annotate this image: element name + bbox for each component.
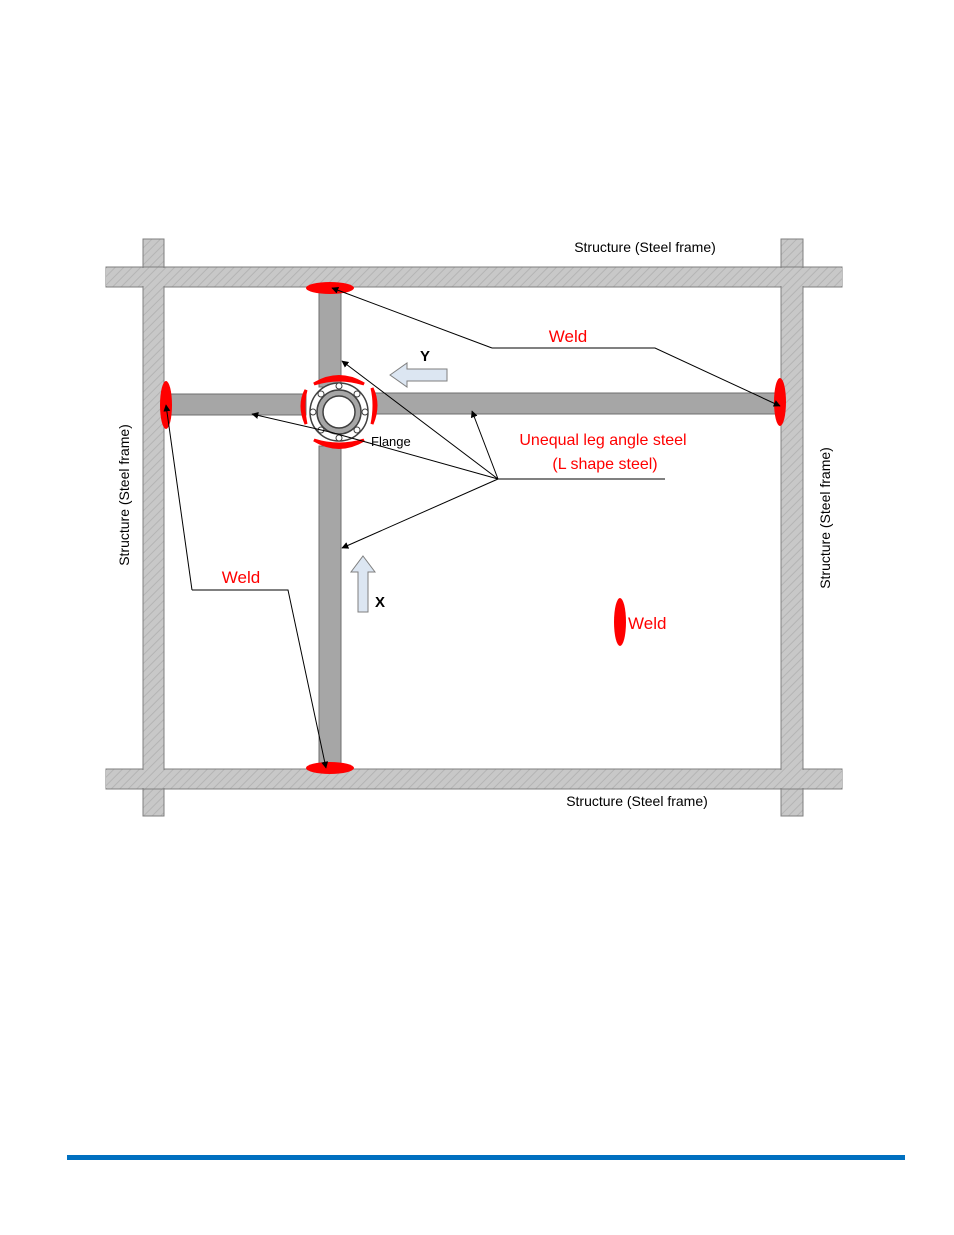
leader-lines [166, 288, 780, 768]
footer-rule [67, 1155, 905, 1160]
weld-legend-label: Weld [628, 614, 666, 633]
angle-steel-label-line1: Unequal leg angle steel [519, 432, 686, 449]
weld-left-label: Weld [222, 568, 260, 587]
weld-right [774, 378, 786, 426]
x-direction-arrow [351, 556, 375, 612]
horizontal-angle-steel-left [164, 394, 306, 415]
angle-steel-members [164, 287, 781, 769]
weld-bottom [306, 762, 354, 774]
frame-left-member [143, 239, 164, 816]
x-axis-label: X [375, 594, 385, 611]
flange-label: Flange [371, 434, 411, 449]
y-direction-arrow [390, 363, 447, 387]
y-axis-label: Y [420, 348, 430, 365]
frame-top-label: Structure (Steel frame) [574, 239, 716, 255]
weld-legend-symbol [614, 598, 626, 646]
frame-right-member [781, 239, 803, 816]
steel-frame [106, 239, 842, 816]
welds [160, 282, 786, 774]
vertical-angle-steel-lower [319, 446, 341, 769]
flange [310, 383, 368, 441]
frame-bottom-label: Structure (Steel frame) [566, 793, 708, 809]
weld-top-label: Weld [549, 327, 587, 346]
frame-left-label: Structure (Steel frame) [116, 424, 132, 566]
frame-right-label: Structure (Steel frame) [817, 447, 833, 589]
vertical-angle-steel-upper [319, 287, 341, 387]
weld-top [306, 282, 354, 294]
angle-steel-label-line2: (L shape steel) [552, 456, 657, 473]
weld-flange-right [372, 388, 376, 424]
weld-flange-left [302, 390, 306, 424]
horizontal-angle-steel-right [375, 393, 781, 414]
